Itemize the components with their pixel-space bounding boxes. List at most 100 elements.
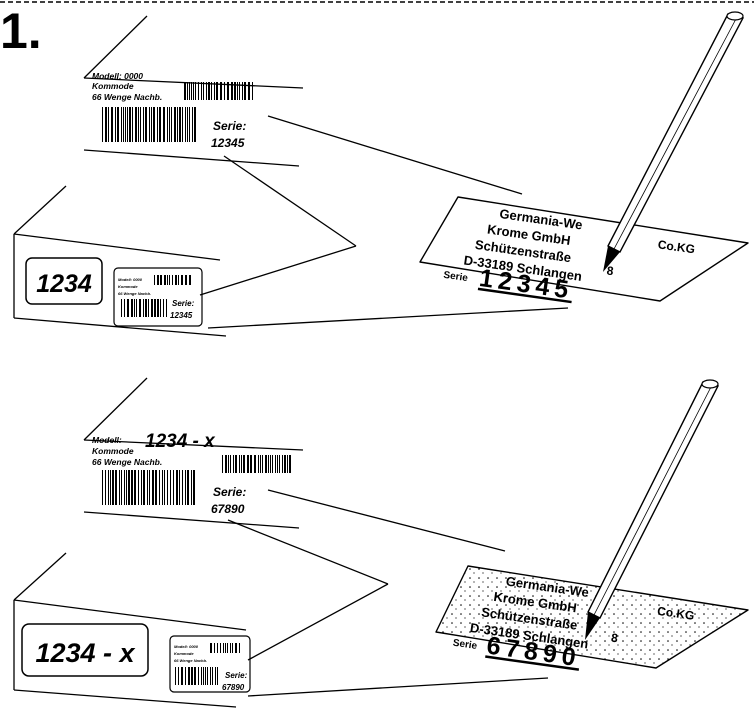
barcode-bar <box>241 455 242 473</box>
barcode-bar <box>162 470 163 505</box>
barcode-bar <box>265 455 267 473</box>
barcode-bar <box>164 275 166 285</box>
label-model-line: Modell: 0000 <box>92 71 143 81</box>
barcode-bar <box>191 470 192 505</box>
barcode-bar <box>272 455 273 473</box>
barcode-bar <box>132 107 133 142</box>
barcode-bar <box>154 299 156 317</box>
barcode-bar <box>149 470 150 505</box>
barcode-bar <box>217 643 218 653</box>
barcode-bar <box>185 275 187 285</box>
barcode-bar <box>140 107 141 142</box>
barcode-bar <box>230 455 231 473</box>
barcode-bar <box>191 667 193 685</box>
small-label-serie-label: Serie: <box>225 671 248 680</box>
barcode-bar <box>127 299 129 317</box>
label-serie-number: 67890 <box>211 502 245 516</box>
label-serie-label: Serie: <box>213 119 246 133</box>
barcode-bar <box>159 107 161 142</box>
small-label-color: 66 Wenge Nachb. <box>174 658 207 663</box>
barcode-bar <box>131 470 133 505</box>
plate-serie-label: Serie <box>452 638 478 652</box>
barcode-bar <box>167 275 168 285</box>
barcode-bar <box>108 107 109 142</box>
barcode-bar <box>138 470 139 505</box>
plate-line1b: Co.KG <box>657 237 696 256</box>
barcode-bar <box>110 470 111 505</box>
barcode-bar <box>115 107 116 142</box>
barcode-bar <box>182 470 183 505</box>
bottom-scene: Modell: 1234 - x Kommode 66 Wenge Nachb.… <box>13 377 749 708</box>
barcode-bar <box>184 82 186 100</box>
barcode-bar <box>201 82 202 100</box>
barcode-bar <box>206 82 207 100</box>
small-label-model: Modell: 0000 <box>118 277 143 282</box>
barcode-bar <box>230 643 231 653</box>
barcode-bar <box>163 107 165 142</box>
barcode-bar <box>227 643 228 653</box>
barcode-bar <box>270 455 271 473</box>
barcode-bar <box>225 643 226 653</box>
barcode-bar <box>102 107 103 142</box>
small-barcode-b <box>175 667 218 685</box>
barcode-bar <box>193 470 195 505</box>
barcode-bar <box>203 82 204 100</box>
step-number: 1. <box>0 3 42 59</box>
barcode-bar <box>111 107 113 142</box>
barcode-bar <box>231 82 233 100</box>
box-number: 1234 - x <box>35 638 135 668</box>
barcode-bar <box>289 455 291 473</box>
label-model-value: 1234 - x <box>145 431 216 452</box>
barcode-bar <box>148 299 149 317</box>
barcode-bar <box>262 455 263 473</box>
barcode-bar <box>170 470 171 505</box>
barcode-small <box>222 455 291 473</box>
barcode-bar <box>126 470 127 505</box>
barcode-bar <box>185 107 186 142</box>
barcode-bar <box>155 470 157 505</box>
barcode-bar <box>117 107 119 142</box>
barcode-bar <box>203 667 204 685</box>
barcode-bar <box>258 455 259 473</box>
barcode-bar <box>237 82 238 100</box>
bottom-connector-lines <box>227 489 549 697</box>
barcode-bar <box>112 470 114 505</box>
barcode-bar <box>157 299 159 317</box>
barcode-bar <box>227 82 229 100</box>
plate-line1b: Co.KG <box>656 604 695 623</box>
barcode-bar <box>247 455 249 473</box>
barcode-bar <box>160 275 162 285</box>
barcode-bar <box>191 82 192 100</box>
barcode-bar <box>179 107 181 142</box>
barcode-bar <box>119 470 120 505</box>
barcode-bar <box>124 299 125 317</box>
barcode-bar <box>228 455 229 473</box>
barcode-bar <box>175 275 177 285</box>
barcode-bar <box>250 455 252 473</box>
barcode-bar <box>121 470 122 505</box>
barcode-bar <box>181 275 183 285</box>
barcode-bar <box>187 107 188 142</box>
barcode-bar <box>151 107 152 142</box>
barcode-bar <box>214 643 215 653</box>
barcode-bar <box>275 455 276 473</box>
barcode-bar <box>194 107 196 142</box>
barcode-bar <box>239 455 240 473</box>
barcode-bar <box>105 470 106 505</box>
barcode-bar <box>143 299 144 317</box>
barcode-bar <box>233 455 234 473</box>
label-serie-label: Serie: <box>213 485 246 499</box>
barcode-bar <box>239 82 240 100</box>
barcode-bar <box>139 299 141 317</box>
barcode-bar <box>163 299 164 317</box>
barcode-bar <box>134 299 135 317</box>
barcode-bar <box>123 107 124 142</box>
small-label-model: Modell: 0000 <box>174 644 199 649</box>
barcode-bar <box>160 299 161 317</box>
barcode-bar <box>152 470 154 505</box>
barcode-bar <box>254 455 256 473</box>
label-product: Kommode <box>92 81 134 91</box>
label-color-line: 66 Wenge Nachb. <box>92 92 162 102</box>
barcode-bar <box>125 107 126 142</box>
